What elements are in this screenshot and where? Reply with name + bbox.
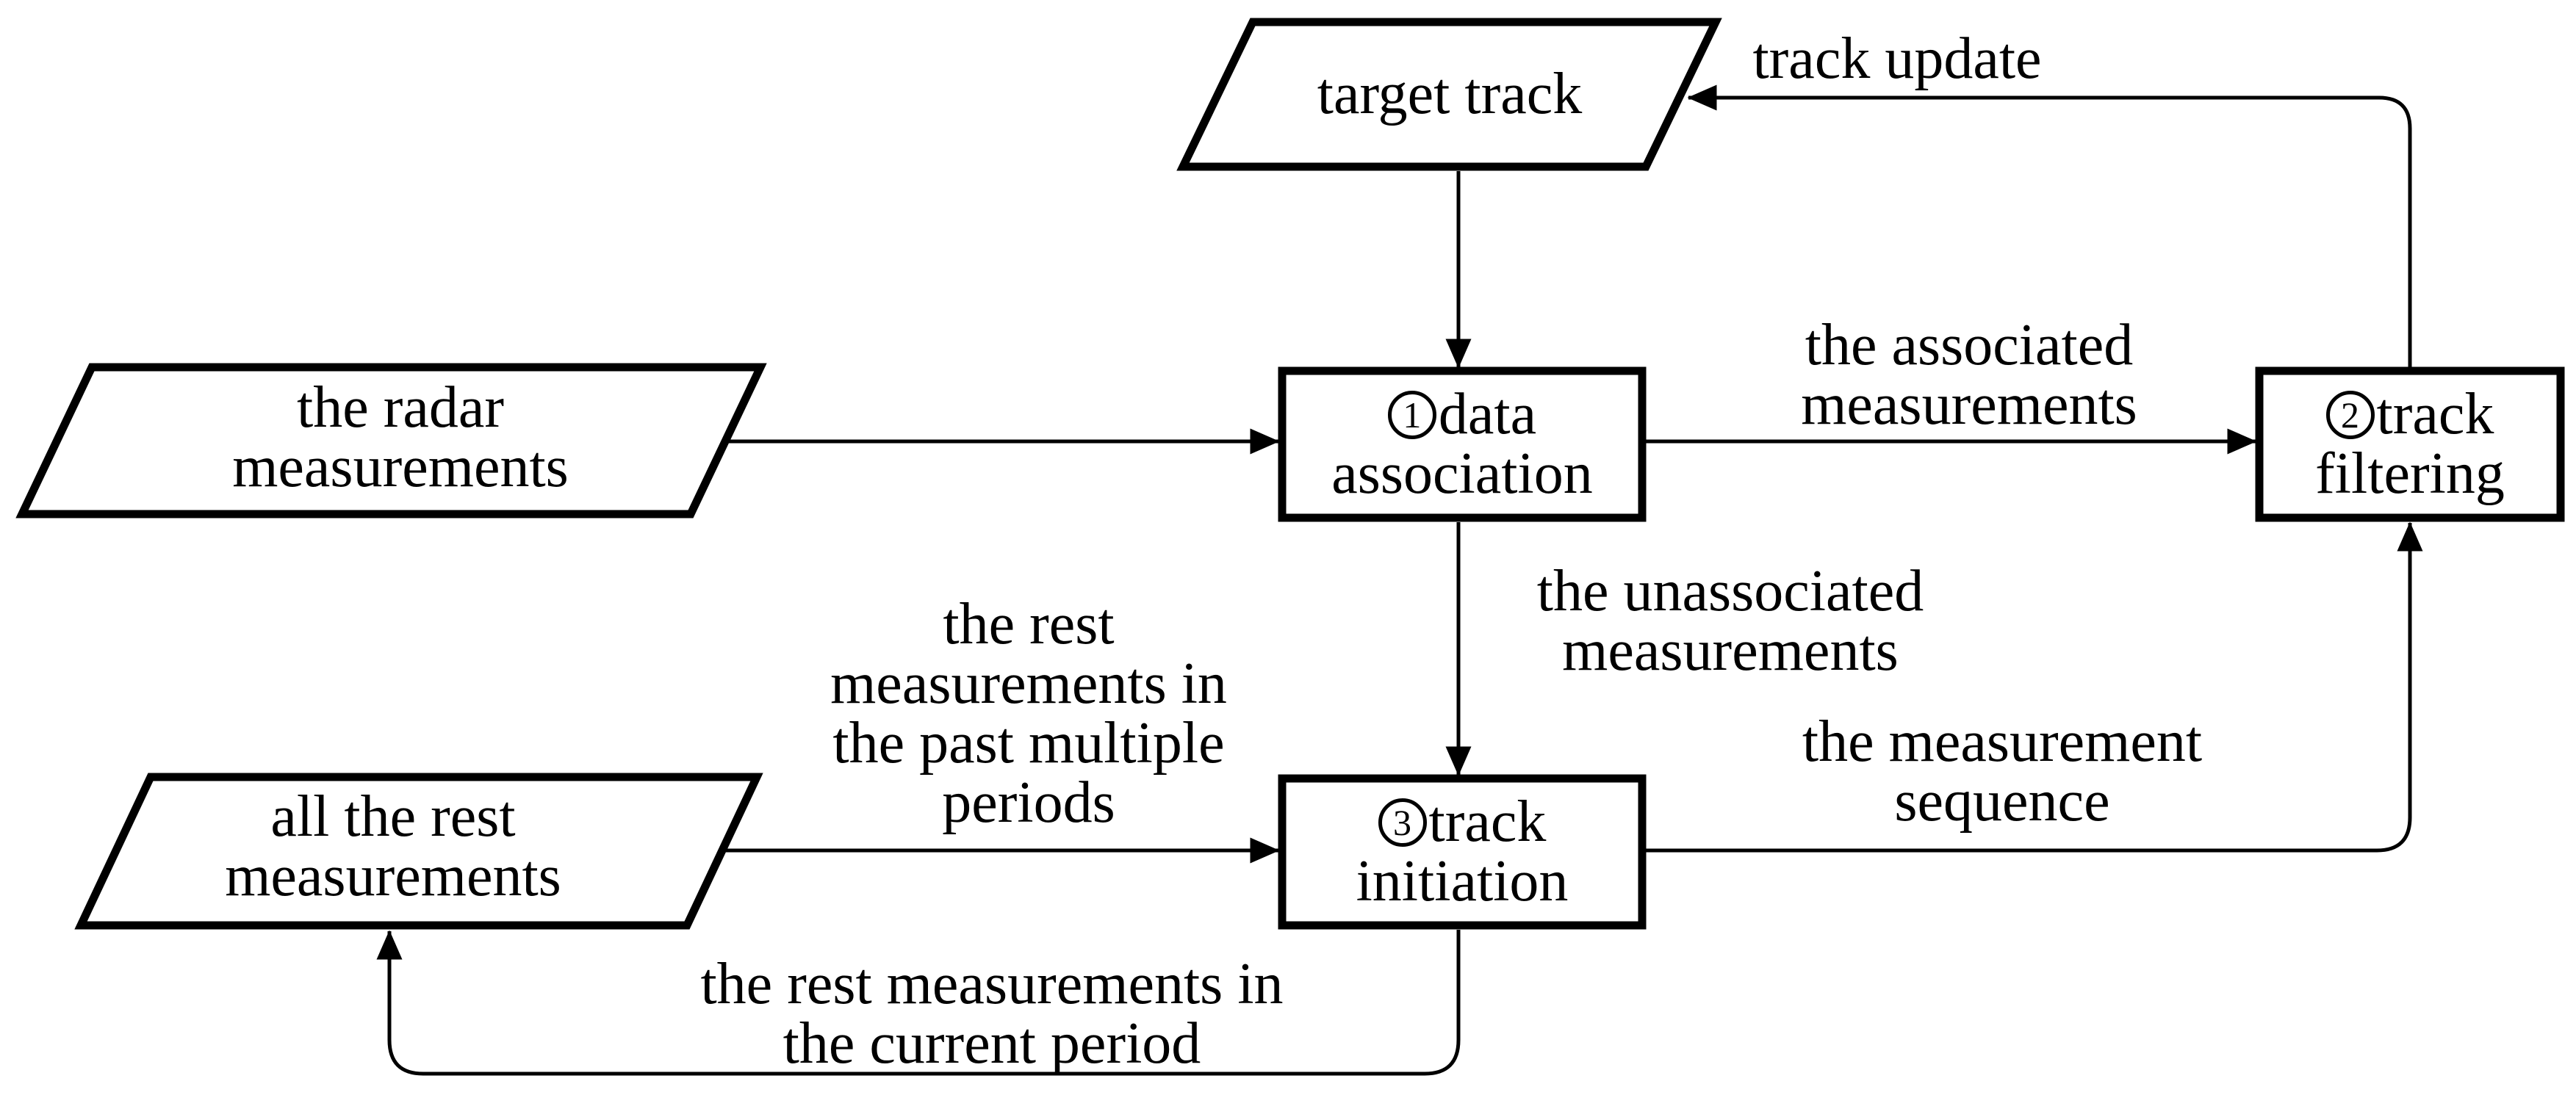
all-rest-measurements-shape [74,773,763,930]
data-association-line1: data [1438,382,1537,447]
track-filtering-line1: track [2376,382,2494,447]
unassociated-measurements-edge-label: the unassociated measurements [1536,559,1924,683]
measurement-sequence-edge-label: the measurement sequence [1802,709,2203,834]
track-initiation-line1: track [1428,789,1547,854]
edge-track-initiation-to-rest-feedback [376,930,1461,1076]
data-association-box [1278,366,1647,522]
circled-number-2-icon: 2 [2325,390,2375,439]
track-filtering-label: 2 track filtering [2259,371,2561,518]
current-period-edge-label: the rest measurements in the current per… [700,952,1284,1076]
track-filtering-line2: filtering [2315,441,2505,506]
track-initiation-line2: initiation [1356,849,1569,914]
track-initiation-label: 3 track initiation [1282,778,1642,925]
all-rest-measurements-label: all the rest measurements [225,784,561,908]
track-initiation-box [1278,774,1647,930]
target-track-label: target track [1317,62,1583,126]
radar-measurements-label: the radar measurements [232,375,569,499]
associated-measurements-edge-label: the associated measurements [1801,313,2137,437]
track-update-edge-label: track update [1752,26,2042,91]
radar-measurements-shape [15,363,767,518]
past-periods-edge-label: the rest measurements in the past multip… [830,592,1227,835]
target-track-shape [1176,18,1722,171]
track-filtering-box [2255,366,2565,522]
circled-number-3-icon: 3 [1378,798,1427,847]
circled-number-1-icon: 1 [1387,390,1436,439]
data-association-label: 1 data association [1282,371,1642,518]
data-association-line2: association [1331,441,1593,506]
edge-track-update-filtering-to-target [1687,84,2412,367]
edge-track-initiation-to-track-filtering [1646,521,2423,853]
